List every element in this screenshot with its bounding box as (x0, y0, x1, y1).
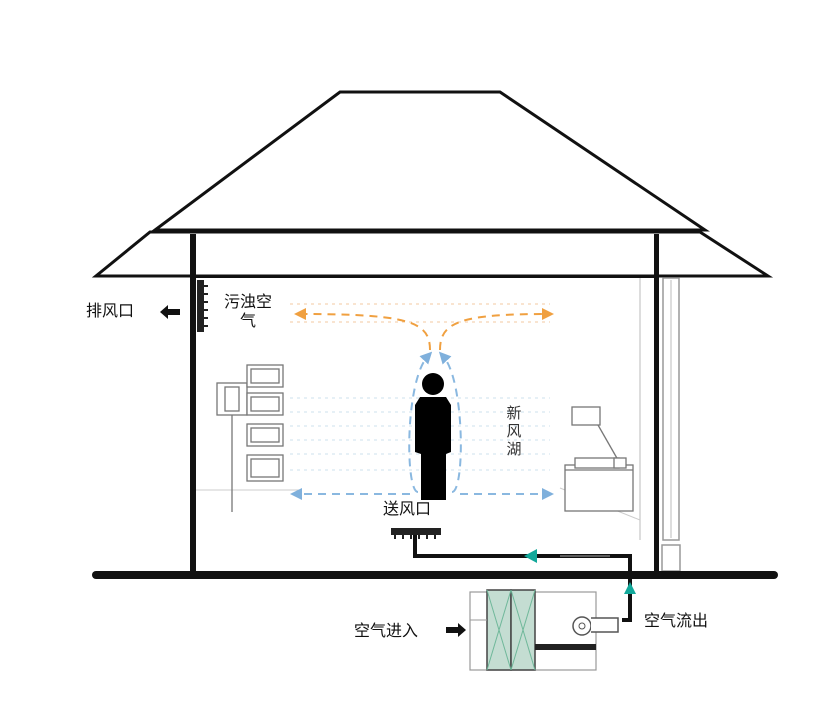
supply-grille (391, 528, 441, 539)
duct-flow-arrow-up-icon (624, 582, 636, 594)
label-fresh-air-lake: 新风湖 (506, 404, 522, 458)
label-exhaust-outlet: 排风口 (86, 301, 135, 320)
desk-with-lamp (564, 406, 634, 512)
dirty-air-flow (294, 308, 554, 351)
label-dirty-air: 污浊空气 (223, 292, 272, 331)
duct-flow-arrow-left-icon (524, 549, 537, 563)
air-in-arrow-icon (446, 623, 466, 637)
supply-duct (413, 535, 632, 622)
dirty-air-layer-lines (290, 303, 550, 323)
air-layer-lines (290, 397, 550, 471)
label-air-in: 空气进入 (354, 621, 419, 640)
house-roof (91, 90, 774, 278)
exhaust-arrow-icon (160, 305, 180, 319)
wall-cabinets (216, 364, 284, 512)
air-handling-unit (469, 589, 619, 671)
fresh-air-flow (290, 351, 554, 500)
label-air-out: 空气流出 (644, 611, 709, 630)
house-walls (190, 234, 681, 574)
person-silhouette (415, 373, 451, 500)
label-supply-outlet: 送风口 (383, 499, 432, 518)
exhaust-grille (197, 280, 208, 332)
